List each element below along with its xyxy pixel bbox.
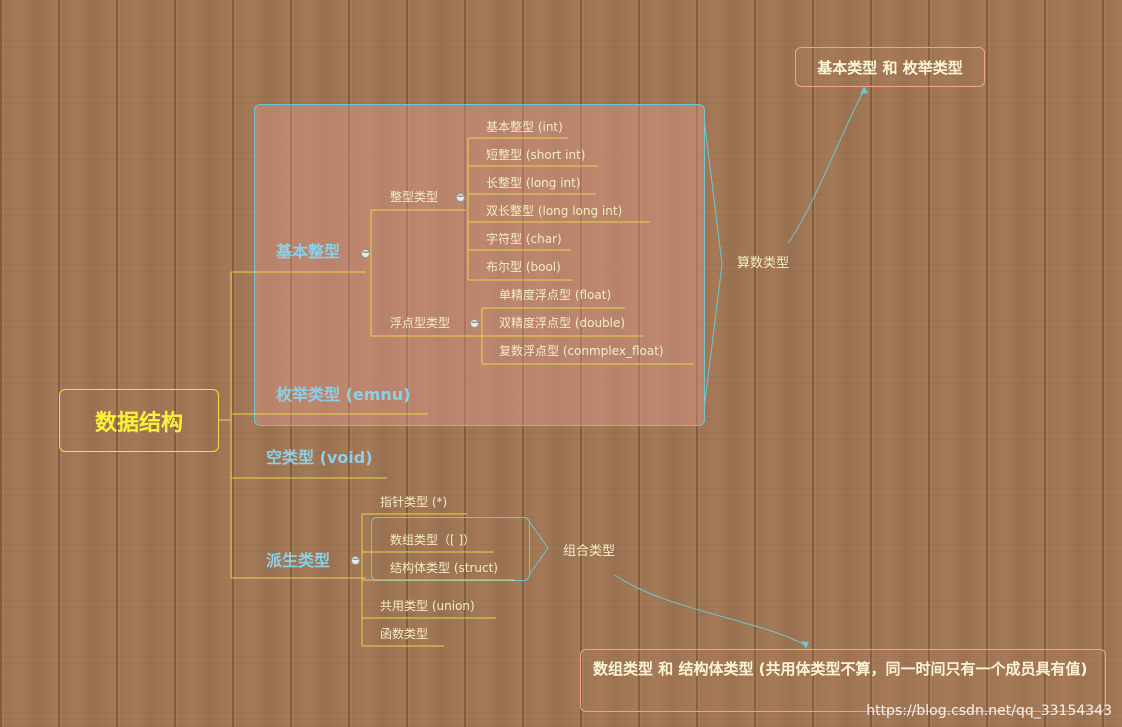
derived-item-array[interactable]: 数组类型（[ ]） [390,533,476,547]
branch-void[interactable]: 空类型 (void) [266,448,373,467]
note-array-struct[interactable]: 数组类型 和 结构体类型 (共用体类型不算，同一时间只有一个成员具有值) [580,649,1106,712]
integer-group-label[interactable]: 整型类型 [390,190,439,204]
collapse-float-icon[interactable]: − [470,318,479,328]
derived-item-struct[interactable]: 结构体类型 (struct) [390,561,498,575]
branch-basic-int[interactable]: 基本整型 [276,242,341,261]
branch-enum[interactable]: 枚举类型 (emnu) [276,385,411,404]
note-basic-enum[interactable]: 基本类型 和 枚举类型 [795,47,985,87]
note-basic-enum-text: 基本类型 和 枚举类型 [817,58,963,77]
note-array-struct-text: 数组类型 和 结构体类型 (共用体类型不算，同一时间只有一个成员具有值) [593,660,1088,678]
summary-arithmetic[interactable]: 算数类型 [737,256,790,271]
integer-item[interactable]: 短整型 (short int) [486,148,586,162]
integer-item[interactable]: 双长整型 (long long int) [486,204,623,218]
collapse-derived-icon[interactable]: − [351,555,360,565]
collapse-basic-int-icon[interactable]: − [361,248,370,258]
integer-item[interactable]: 字符型 (char) [486,232,562,246]
integer-item[interactable]: 基本整型 (int) [486,120,563,134]
arithmetic-type-boundary [254,104,705,426]
derived-item-union[interactable]: 共用类型 (union) [380,599,475,613]
collapse-integer-icon[interactable]: − [456,192,465,202]
branch-derived[interactable]: 派生类型 [266,551,331,570]
float-item[interactable]: 复数浮点型 (conmplex_float) [499,344,664,358]
derived-item-pointer[interactable]: 指针类型 (*) [380,495,448,509]
float-item[interactable]: 单精度浮点型 (float) [499,288,612,302]
root-label: 数据结构 [94,410,183,436]
integer-item[interactable]: 长整型 (long int) [486,176,581,190]
watermark-url: https://blog.csdn.net/qq_33154343 [866,703,1112,719]
float-group-label[interactable]: 浮点型类型 [390,316,451,330]
integer-item[interactable]: 布尔型 (bool) [486,260,561,274]
root-node[interactable]: 数据结构 [59,389,219,452]
summary-combo[interactable]: 组合类型 [563,544,616,559]
derived-item-function[interactable]: 函数类型 [380,627,429,641]
float-item[interactable]: 双精度浮点型 (double) [499,316,626,330]
